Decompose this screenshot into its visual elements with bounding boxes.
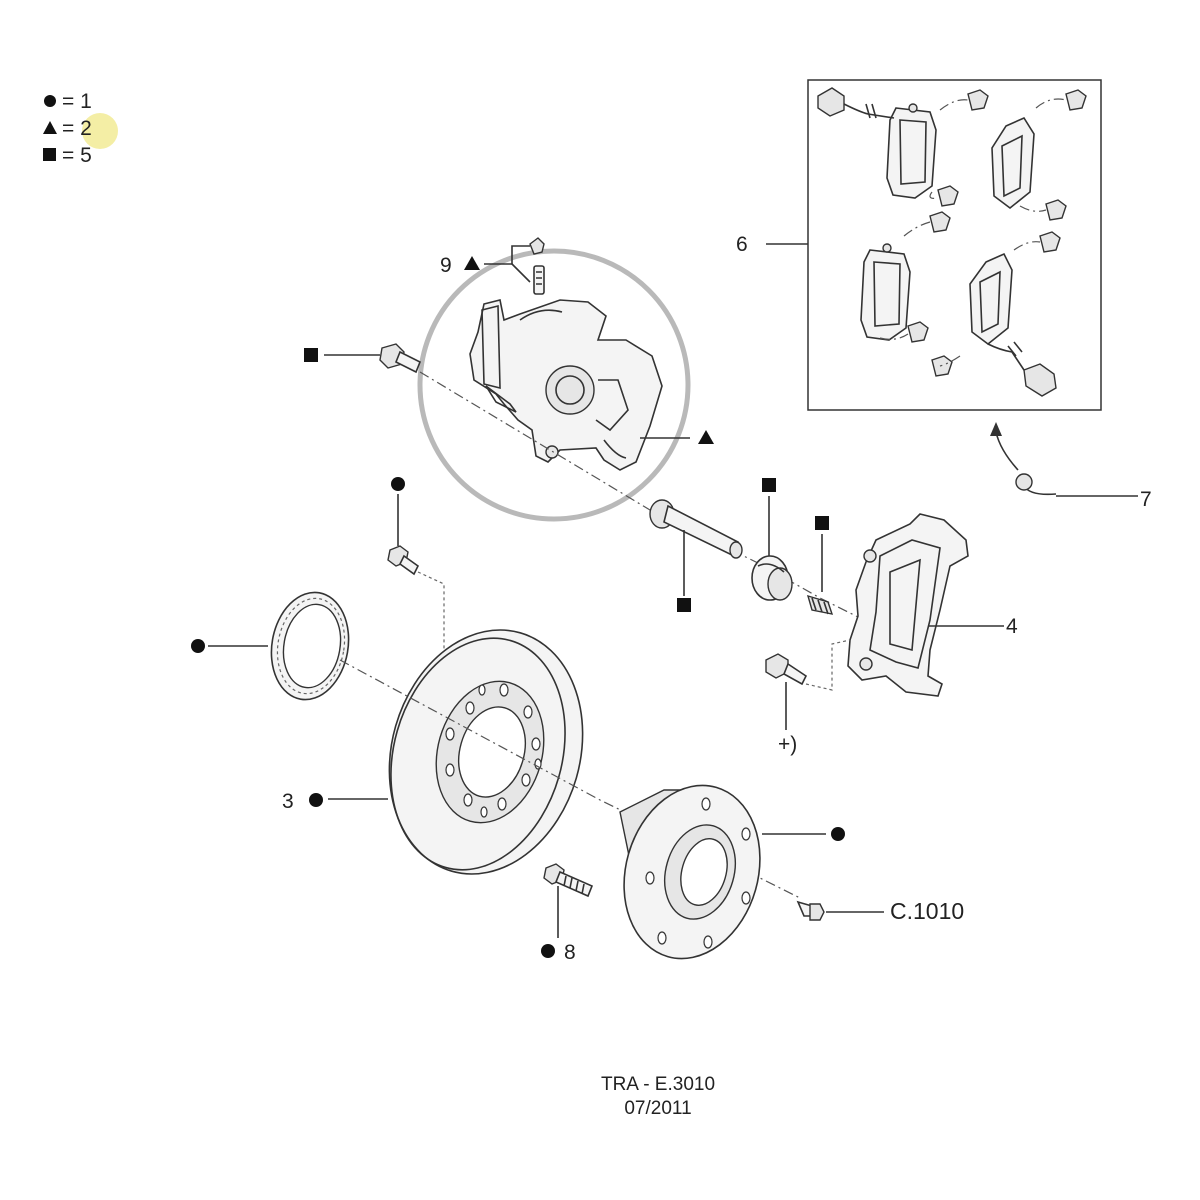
abs-tone-ring xyxy=(191,591,350,701)
legend-text: = 5 xyxy=(62,144,92,167)
wear-indicator: 7 xyxy=(990,422,1152,511)
triangle-icon xyxy=(698,430,714,444)
carrier-bolt: +) xyxy=(765,639,851,756)
disc-stud-holes xyxy=(445,683,542,818)
triangle-icon xyxy=(43,121,57,134)
reference-label: C.1010 xyxy=(890,898,964,924)
brake-pad-set: 6 xyxy=(736,79,1102,411)
square-icon xyxy=(815,516,829,530)
circle-icon xyxy=(309,793,323,807)
callout-4: 4 xyxy=(1006,615,1018,638)
triangle-icon xyxy=(464,256,480,270)
wheel-stud: 8 xyxy=(541,863,594,964)
diagram-date: 07/2011 xyxy=(624,1098,691,1119)
callout-7: 7 xyxy=(1140,488,1152,511)
wheel-hub xyxy=(619,784,845,960)
guide-bush xyxy=(751,478,793,601)
callout-8: 8 xyxy=(564,941,576,964)
square-icon xyxy=(762,478,776,492)
circle-icon xyxy=(541,944,555,958)
square-icon xyxy=(304,348,318,362)
legend-row-circle: = 1 xyxy=(44,90,92,113)
highlight-marker xyxy=(82,113,118,149)
diagram-code: TRA - E.3010 xyxy=(601,1074,715,1095)
hub-screw: C.1010 xyxy=(796,898,964,924)
brake-pad xyxy=(991,116,1035,210)
brake-pad xyxy=(969,252,1013,346)
brake-disc: 3 xyxy=(282,629,584,875)
legend-row-square: = 5 xyxy=(43,144,92,167)
caliper-body xyxy=(469,299,714,471)
focus-circle xyxy=(417,248,691,522)
footer: TRA - E.3010 07/2011 xyxy=(601,1074,715,1119)
legend-text: = 2 xyxy=(62,117,92,140)
bleed-screw: 9 xyxy=(440,237,545,295)
circle-icon xyxy=(44,95,56,107)
square-icon xyxy=(677,598,691,612)
arrow-up-icon xyxy=(990,422,1002,436)
brake-pad xyxy=(860,243,911,341)
caliper-bolt xyxy=(304,343,422,374)
legend: = 1 = 2 = 5 xyxy=(43,90,118,167)
pad-clips xyxy=(907,89,1087,377)
callout-9: 9 xyxy=(440,254,452,277)
brake-pad xyxy=(886,103,937,199)
circle-icon xyxy=(391,477,405,491)
torque-note: +) xyxy=(778,733,797,756)
square-icon xyxy=(43,148,56,161)
wear-sensor-wire xyxy=(817,87,1057,397)
callout-6: 6 xyxy=(736,233,748,256)
legend-text: = 1 xyxy=(62,90,92,113)
circle-icon xyxy=(191,639,205,653)
callout-3: 3 xyxy=(282,790,294,813)
legend-row-triangle: = 2 xyxy=(43,117,92,140)
disc-screw xyxy=(387,477,445,668)
hub-stud-holes xyxy=(645,797,751,949)
guide-pin xyxy=(649,499,743,612)
circle-icon xyxy=(831,827,845,841)
dust-boot xyxy=(806,516,834,615)
caliper-carrier: 4 xyxy=(847,513,1018,697)
